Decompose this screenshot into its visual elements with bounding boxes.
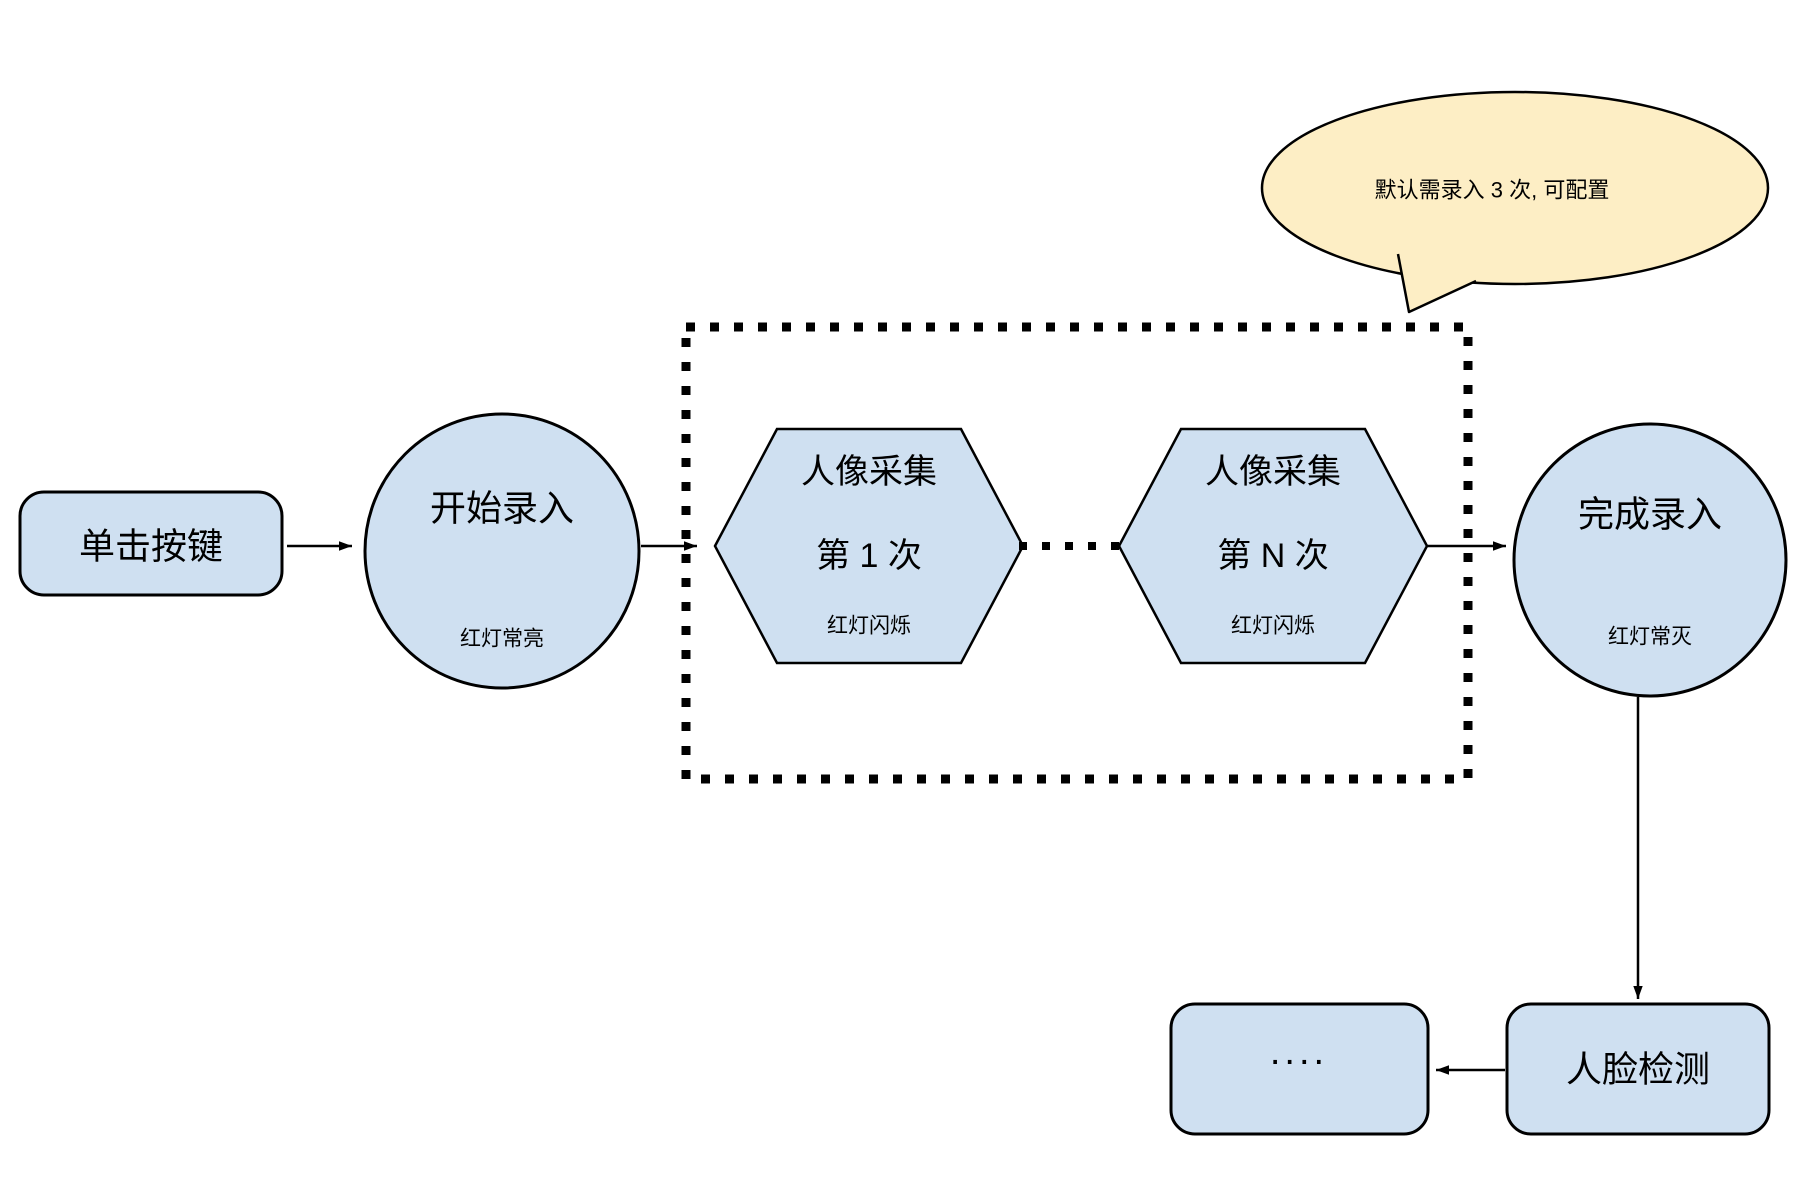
- click-button-label: 单击按键: [79, 526, 223, 567]
- capture-1-title: 人像采集: [801, 453, 937, 491]
- node-capture-n: 人像采集 第 N 次 红灯闪烁: [1117, 427, 1429, 665]
- node-finish-enroll: 完成录入 红灯常灭: [1512, 422, 1788, 698]
- callout-text: 默认需录入 3 次, 可配置: [1375, 178, 1610, 203]
- callout-tail: [1396, 253, 1477, 314]
- click-button-shape: [18, 490, 284, 597]
- callout-bubble: 默认需录入 3 次, 可配置: [1260, 90, 1770, 314]
- capture-n-line2: 第 N 次: [1217, 537, 1328, 575]
- callout-ellipse: [1260, 90, 1770, 286]
- face-detect-label: 人脸检测: [1566, 1049, 1710, 1090]
- capture-1-subtitle: 红灯闪烁: [827, 615, 911, 638]
- capture-1-line2: 第 1 次: [816, 537, 922, 575]
- ellipsis-box-label: ....: [1270, 1031, 1328, 1073]
- connector-dot: [1065, 542, 1073, 550]
- start-enroll-shape: [363, 412, 641, 690]
- capture-n-subtitle: 红灯闪烁: [1231, 615, 1315, 638]
- finish-enroll-title: 完成录入: [1578, 494, 1722, 535]
- connector-dot: [1111, 542, 1119, 550]
- node-click-button: 单击按键: [18, 490, 284, 597]
- face-detect-shape: [1505, 1002, 1771, 1136]
- node-capture-1: 人像采集 第 1 次 红灯闪烁: [713, 427, 1025, 665]
- finish-enroll-shape: [1512, 422, 1788, 698]
- finish-enroll-subtitle: 红灯常灭: [1608, 626, 1692, 649]
- node-start-enroll: 开始录入 红灯常亮: [363, 412, 641, 690]
- ellipsis-box-shape: [1169, 1002, 1430, 1136]
- capture-n-title: 人像采集: [1205, 453, 1341, 491]
- loop-group-dotted-border: [681, 322, 1473, 784]
- ellipsis-dots-connector: [1019, 542, 1119, 550]
- node-ellipsis-box: ....: [1169, 1002, 1430, 1136]
- start-enroll-title: 开始录入: [430, 488, 574, 529]
- connector-dot: [1042, 542, 1050, 550]
- connector-dot: [1088, 542, 1096, 550]
- start-enroll-subtitle: 红灯常亮: [460, 628, 544, 651]
- connector-dot: [1019, 542, 1027, 550]
- node-face-detect: 人脸检测: [1505, 1002, 1771, 1136]
